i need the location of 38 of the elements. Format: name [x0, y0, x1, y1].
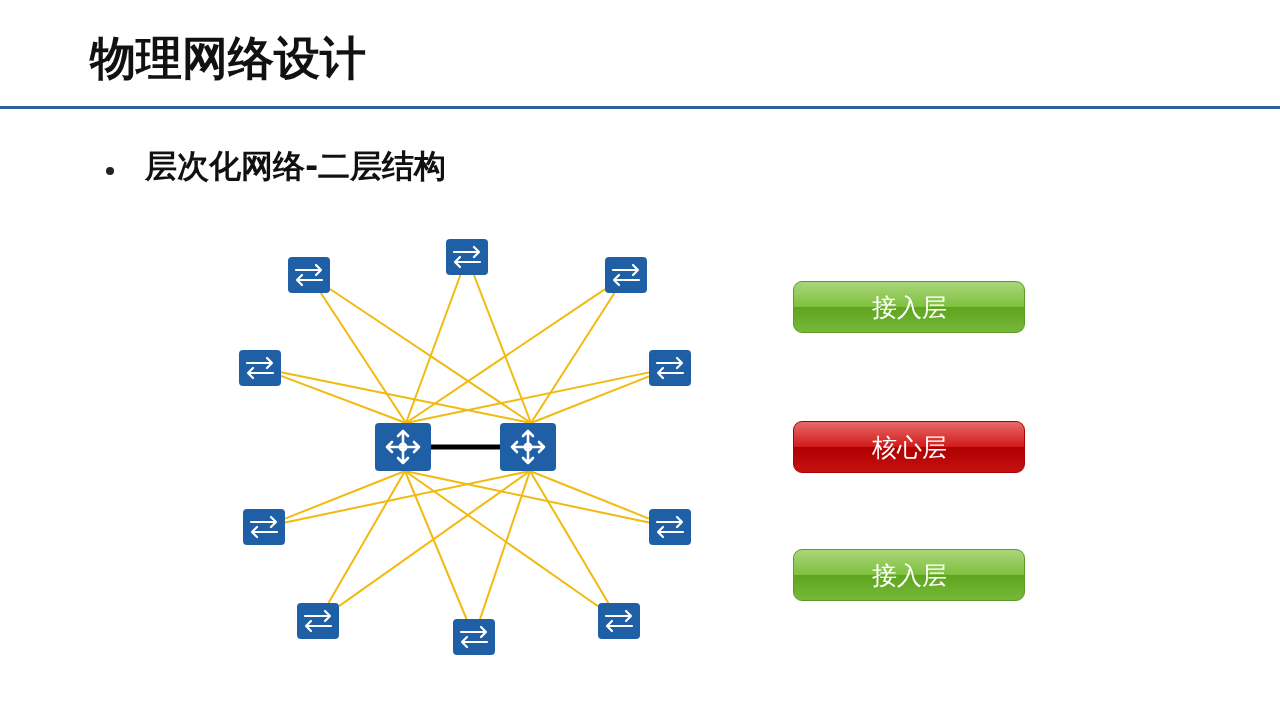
switch-icon — [649, 509, 691, 545]
link-line — [280, 371, 532, 424]
switch-icon — [453, 619, 495, 655]
link-line — [405, 371, 650, 424]
switch-icon — [649, 350, 691, 386]
link-line — [329, 288, 532, 424]
link-line — [404, 470, 599, 608]
link-line — [319, 292, 407, 424]
link-line — [529, 470, 610, 604]
switch-icon — [243, 509, 285, 545]
link-line — [327, 470, 406, 604]
link-line — [529, 470, 650, 520]
link-line — [280, 374, 407, 424]
bullet-text: 层次化网络-二层结构 — [145, 146, 447, 187]
switch-icon — [239, 350, 281, 386]
layer-banner: 接入层 — [793, 281, 1025, 333]
link-line — [479, 470, 531, 620]
link-line — [284, 470, 531, 524]
router-icon — [500, 423, 556, 471]
link-line — [404, 470, 650, 524]
layer-banner: 核心层 — [793, 421, 1025, 473]
switch-icon — [598, 603, 640, 639]
slide-title: 物理网络设计 — [90, 30, 366, 87]
layer-banner: 接入层 — [793, 549, 1025, 601]
switch-icon — [288, 257, 330, 293]
link-line — [284, 470, 406, 520]
switch-icon — [446, 239, 488, 275]
switch-icon — [605, 257, 647, 293]
link-line — [404, 470, 468, 620]
router-icon — [375, 423, 431, 471]
link-line — [530, 292, 616, 424]
switch-icon — [297, 603, 339, 639]
link-line — [405, 274, 462, 424]
link-line — [405, 288, 606, 424]
link-line — [472, 274, 532, 424]
link-line — [338, 470, 531, 608]
double-link — [431, 444, 500, 450]
link-line — [530, 375, 650, 424]
